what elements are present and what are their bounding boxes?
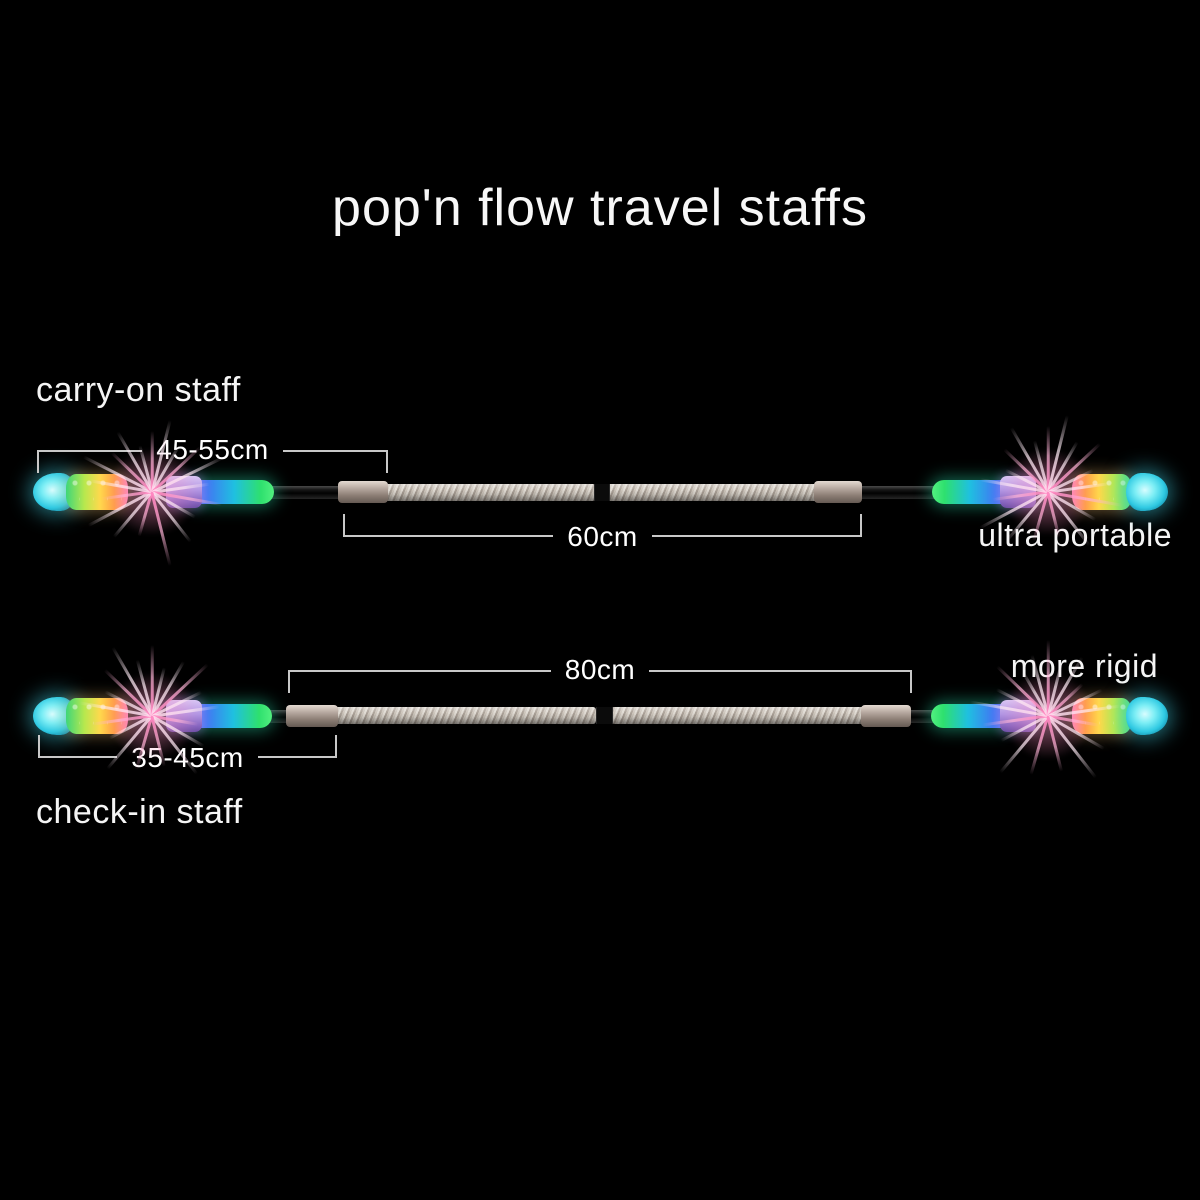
bracket-line xyxy=(40,756,118,758)
woven-tube xyxy=(334,707,596,724)
woven-tube xyxy=(384,484,596,501)
bracket-tick xyxy=(910,670,912,693)
staff-name-label: carry-on staff xyxy=(36,371,241,409)
bracket-line xyxy=(651,535,860,537)
collar-icon xyxy=(861,705,911,727)
tassel-fiber xyxy=(1046,640,1050,716)
bracket-tick xyxy=(860,514,862,537)
collar-icon xyxy=(286,705,338,727)
tassel-fiber xyxy=(150,431,154,492)
dimension-bracket-collapsed-check-in: 80cm xyxy=(288,656,912,693)
bracket-line xyxy=(649,670,910,672)
bracket-line xyxy=(290,670,551,672)
woven-tube xyxy=(606,484,818,501)
bracket-line xyxy=(257,756,335,758)
tassel-fiber xyxy=(150,645,154,716)
bulb-tip-icon xyxy=(1126,473,1168,511)
bracket-tick xyxy=(343,514,345,537)
center-joint xyxy=(594,484,610,501)
shaft-segment xyxy=(907,710,935,723)
shaft-segment xyxy=(858,486,936,499)
bracket-tick xyxy=(38,735,40,758)
bracket-line xyxy=(345,535,554,537)
tassel-fiber xyxy=(1046,426,1050,492)
page-title: pop'n flow travel staffs xyxy=(332,179,868,237)
bracket-tick xyxy=(37,450,39,473)
collar-icon xyxy=(338,481,388,503)
bracket-line xyxy=(282,450,386,452)
bracket-tick xyxy=(386,450,388,473)
bracket-tick xyxy=(335,735,337,758)
staff-name-label: check-in staff xyxy=(36,793,243,831)
center-joint xyxy=(596,707,613,724)
dimension-bracket-collapsed-carry-on: 60cm xyxy=(343,514,862,551)
woven-tube xyxy=(611,707,865,724)
bulb-tip-icon xyxy=(1126,697,1168,735)
collar-icon xyxy=(814,481,862,503)
bracket-tick xyxy=(288,670,290,693)
shaft-segment xyxy=(260,486,346,499)
